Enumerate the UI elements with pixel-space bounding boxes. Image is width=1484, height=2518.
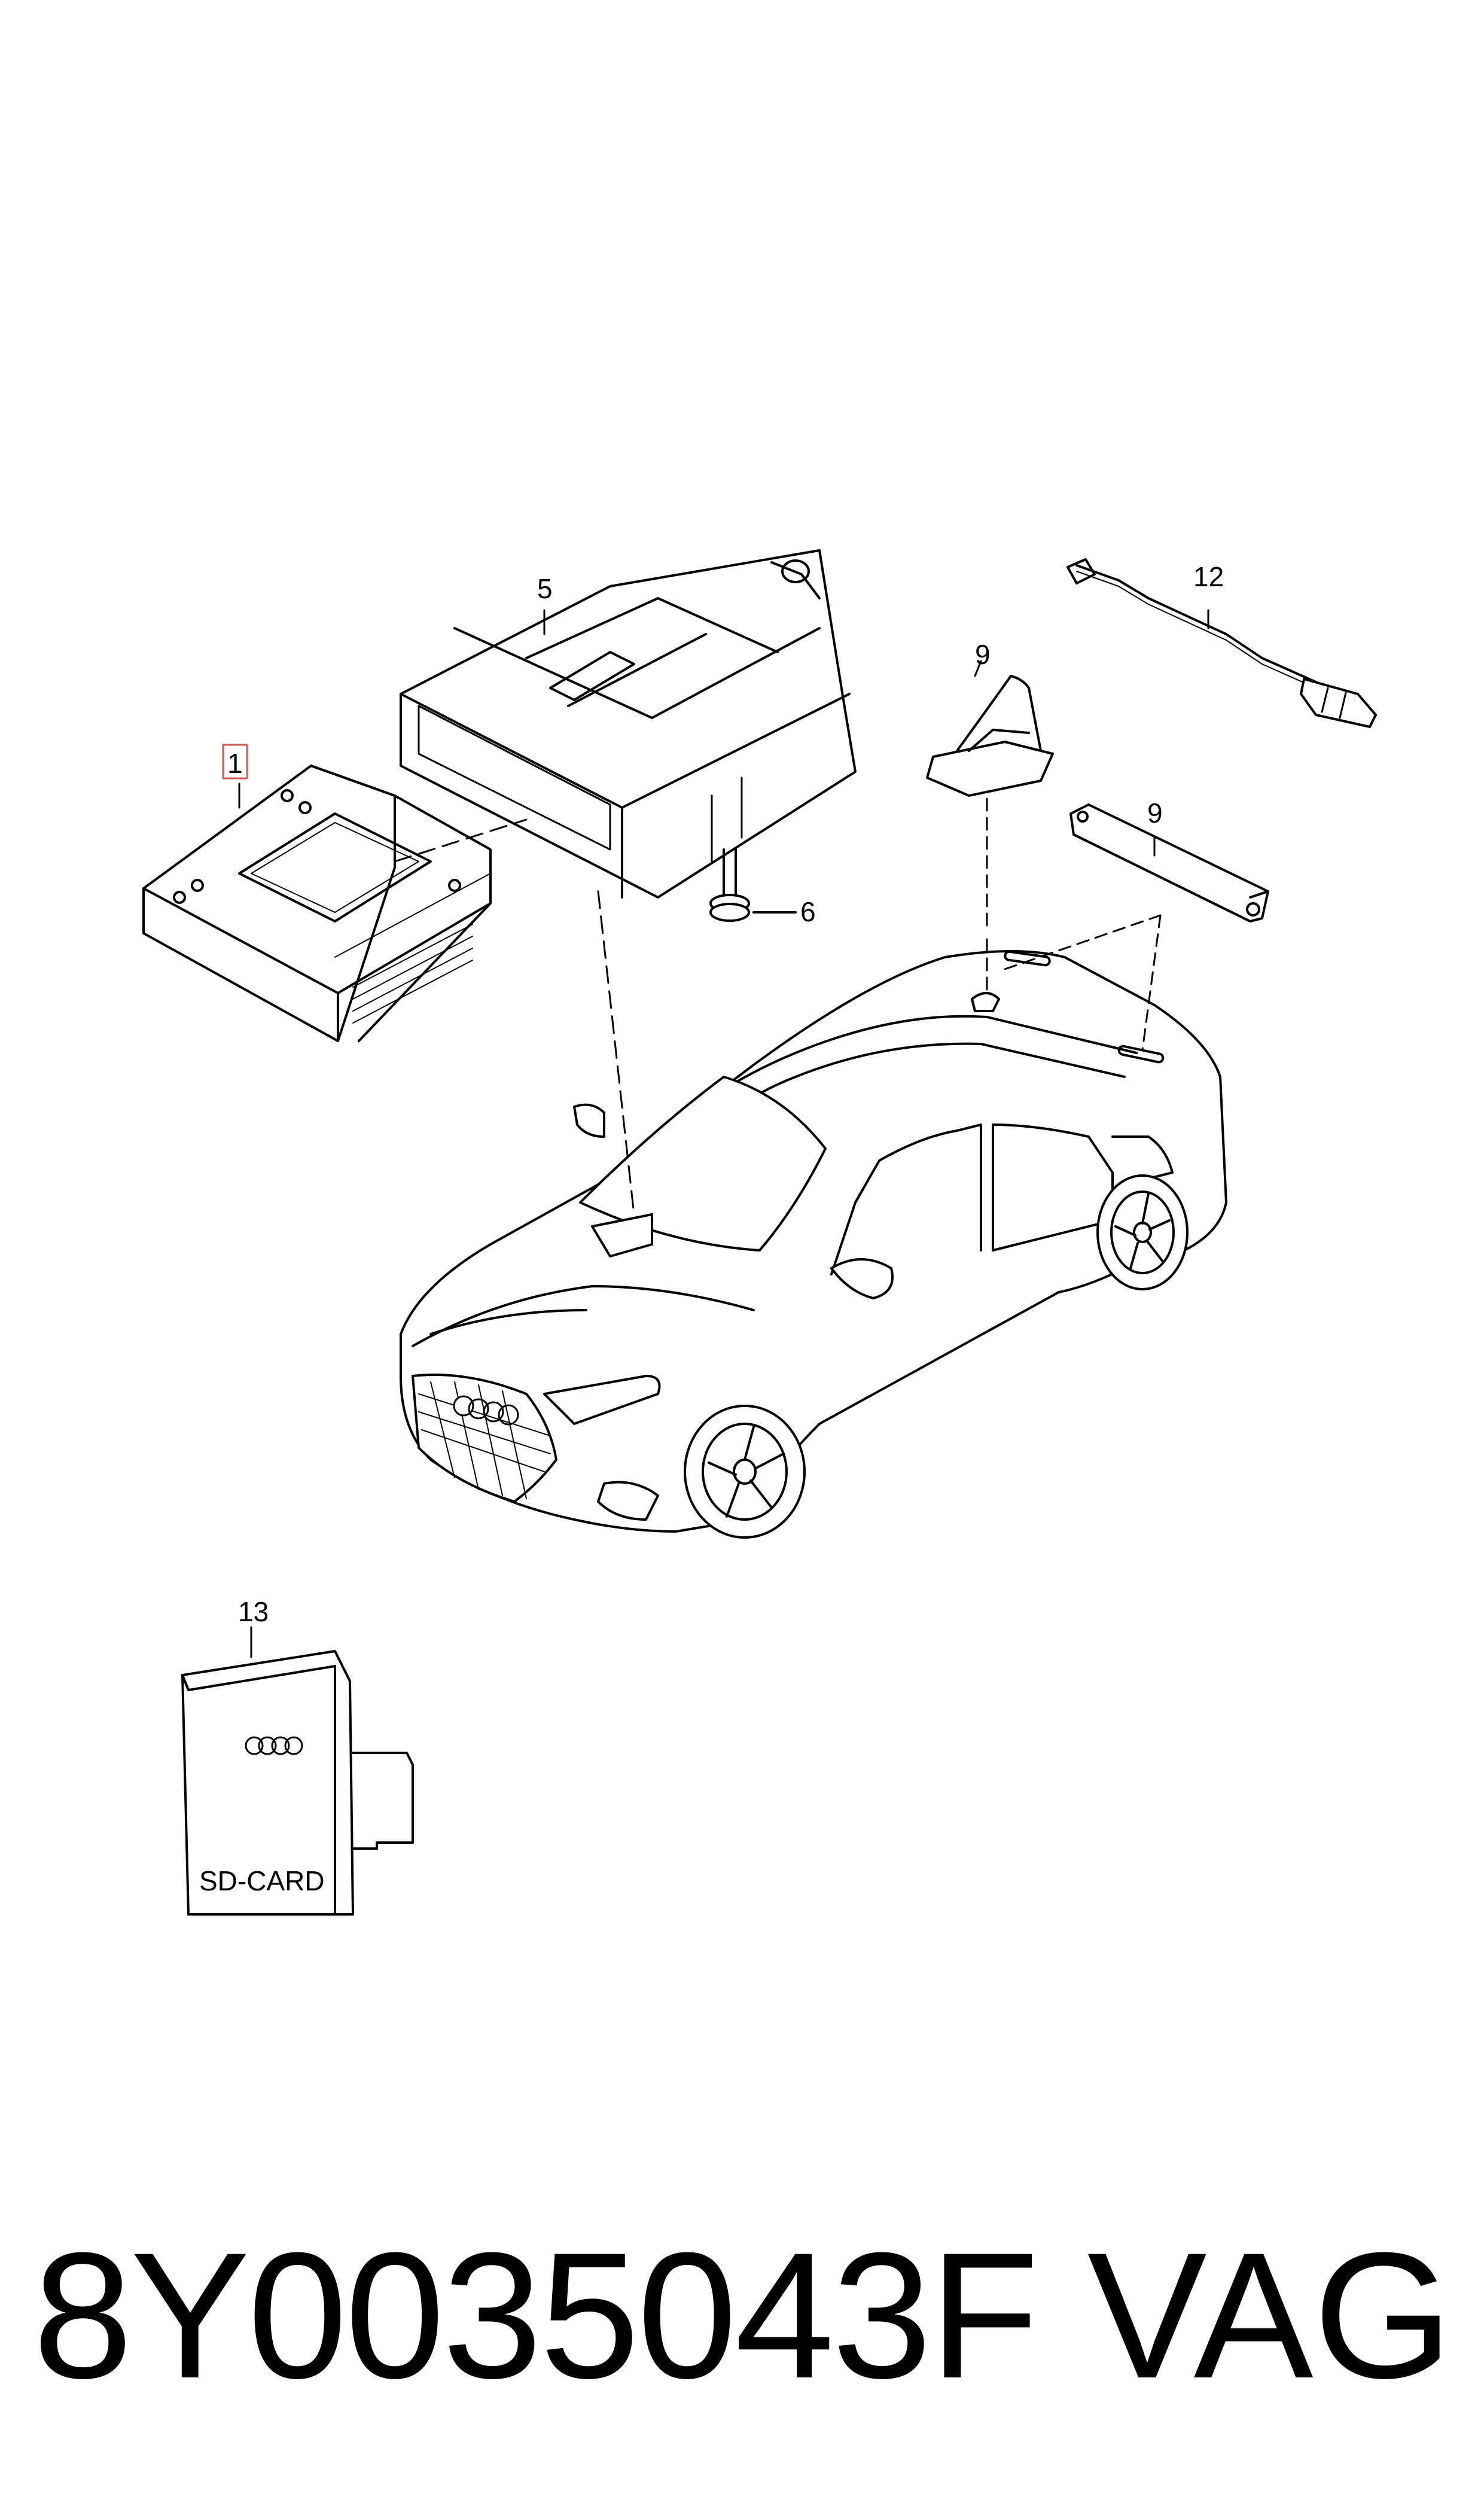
footer: 8Y0035043F VAG [0,2225,1484,2405]
mounting-frame [400,549,857,899]
shark-fin-antenna [926,675,1054,928]
label-part-5: 5 [537,573,553,604]
sd-card-label: SD-CARD [199,1865,325,1896]
sd-card-manual [181,1650,414,1916]
antenna-amplifier [1069,803,1269,922]
label-part-1: 1 [227,748,243,779]
part-number: 8Y0035043F [33,2215,1039,2416]
brand-label: VAG [1087,2215,1453,2416]
highlight-box [222,744,248,780]
label-part-13: 13 [238,1596,269,1627]
label-part-9-antenna: 9 [975,639,991,670]
label-part-6: 6 [800,896,816,927]
label-part-12: 12 [1193,561,1224,592]
car-illustration [400,950,1227,1539]
head-unit-module [142,765,492,1042]
leader-lines [238,609,1209,1658]
label-part-9-amplifier: 9 [1147,797,1163,829]
antenna-cable [1066,558,1377,728]
screw [709,848,797,922]
